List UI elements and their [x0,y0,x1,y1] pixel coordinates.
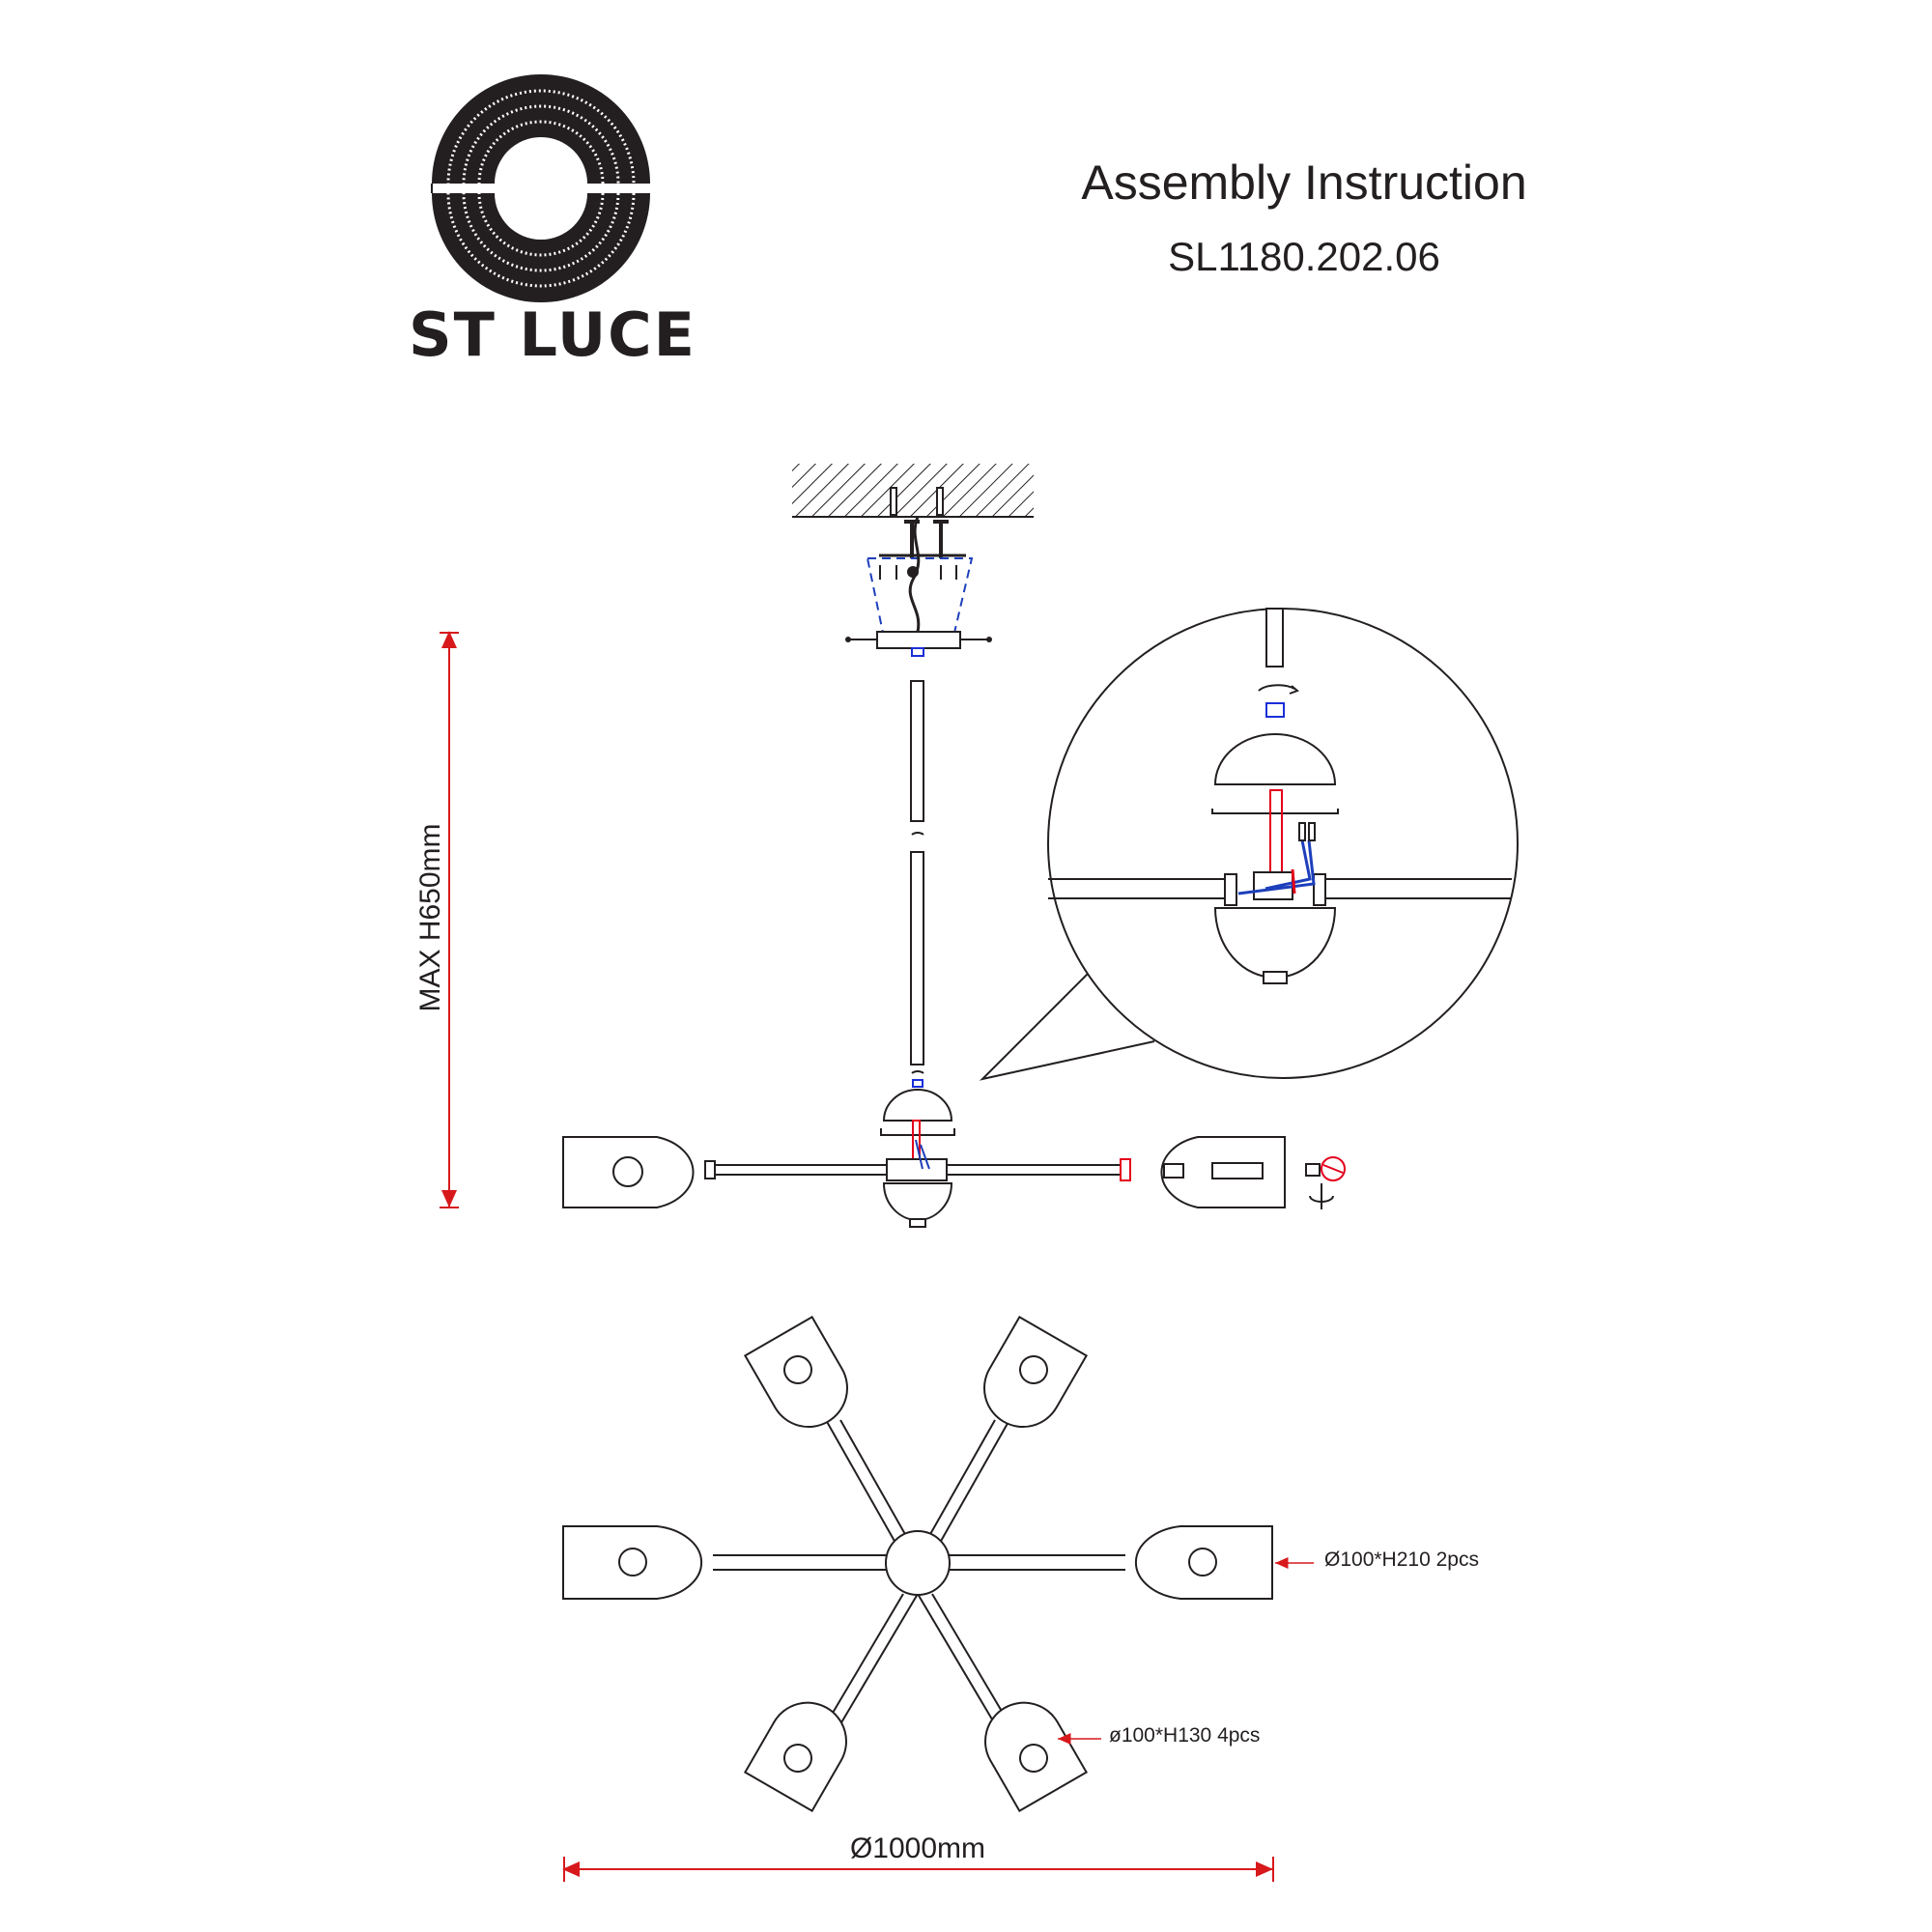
diameter-label: Ø1000mm [849,1833,986,1864]
rotate-arrow-icon [1309,1183,1334,1209]
side-view-luminaire [562,1079,1286,1228]
long-shade-spec: Ø100*H210 2pcs [1324,1548,1479,1571]
detail-bubble [979,608,1519,1081]
model-number: SL1180.202.06 [1168,234,1440,279]
height-dimension [440,631,459,1208]
top-view-luminaire [562,1315,1273,1813]
canopy [845,516,992,657]
brand-name: ST LUCE [409,299,697,370]
ceiling-hatch-icon [792,464,1034,518]
height-label: MAX H650mm [414,823,446,1012]
detail-hub [1048,608,1512,984]
short-shade-spec: ø100*H130 4pcs [1109,1724,1261,1747]
screw-icon [890,487,949,558]
page-title: Assembly Instruction [1081,156,1527,210]
diameter-dimension [562,1857,1274,1882]
suspension-rod [910,680,924,1065]
bulb-icon [1305,1156,1346,1181]
